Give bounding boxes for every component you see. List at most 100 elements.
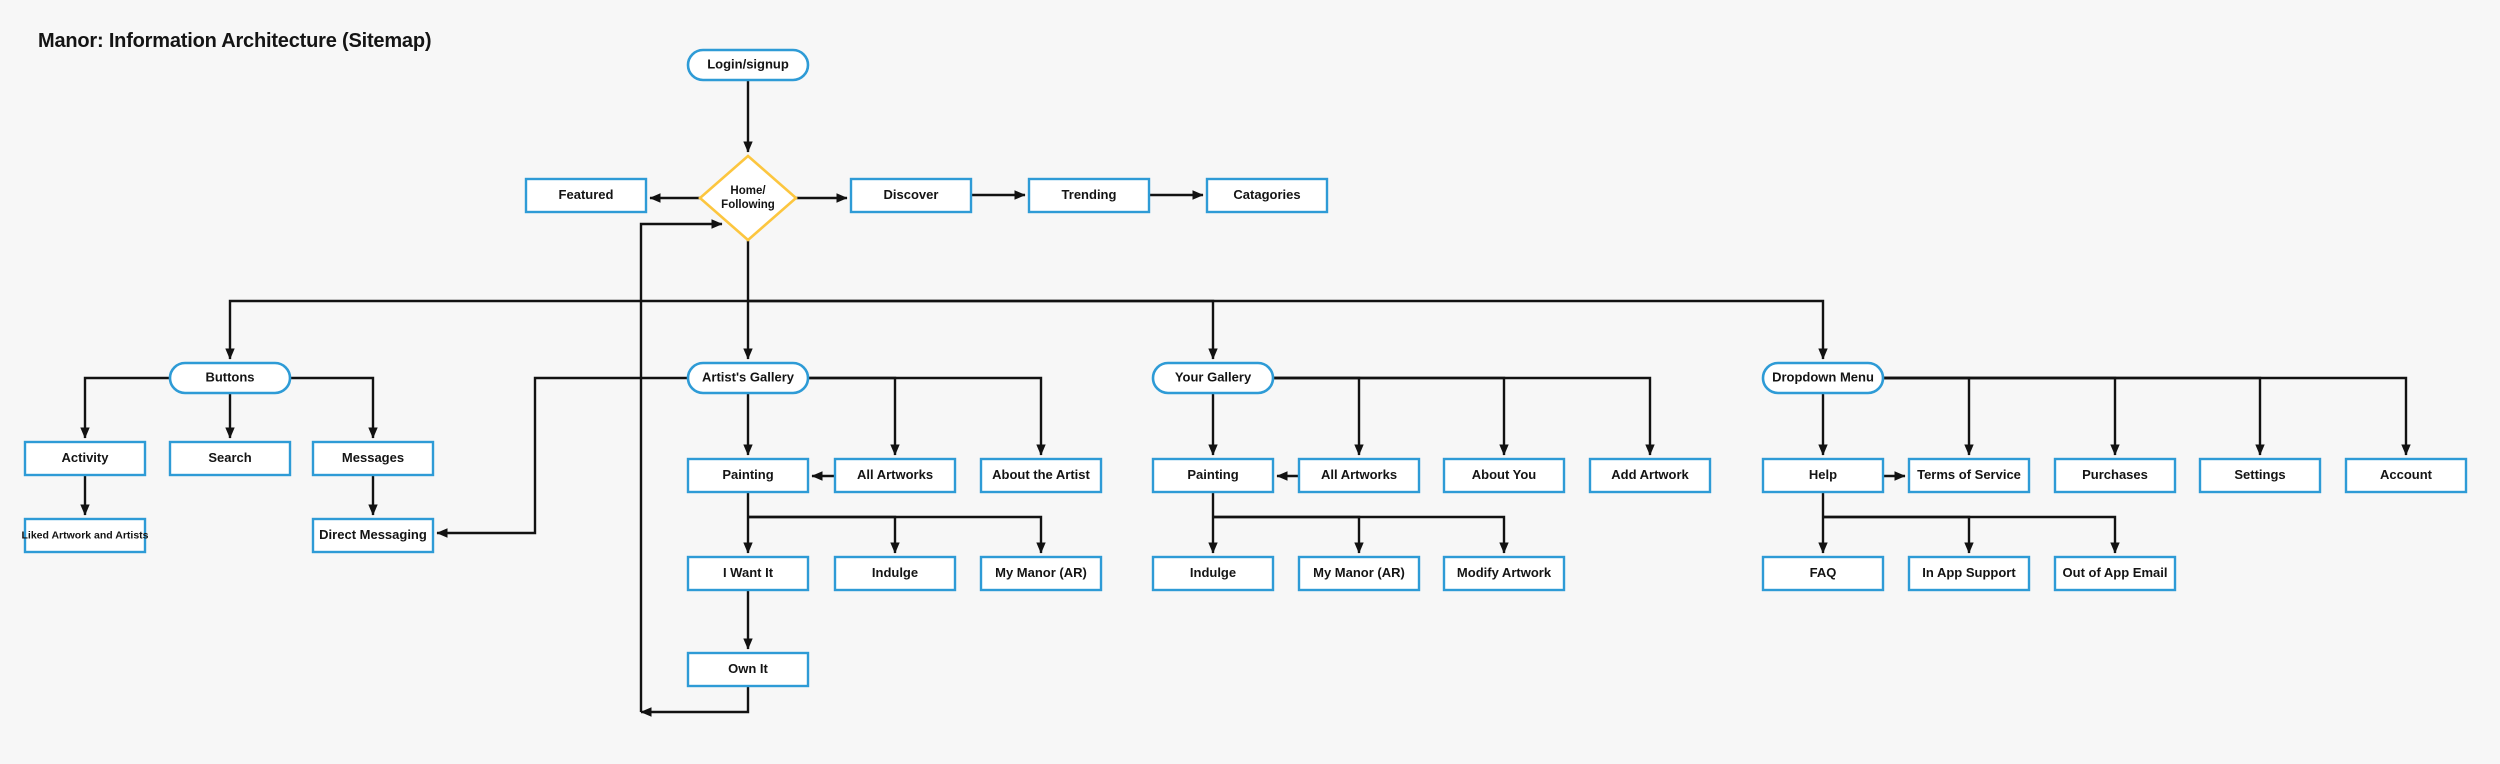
rect-shape: [2053, 457, 2177, 494]
page-title: Manor: Information Architecture (Sitemap…: [38, 30, 432, 52]
rect-shape: [833, 555, 957, 592]
node-d-faq[interactable]: FAQ: [1761, 555, 1885, 592]
node-label: Catagories: [1233, 187, 1300, 202]
node-label: Messages: [342, 450, 404, 465]
node-label: Indulge: [872, 565, 918, 580]
node-dropdown[interactable]: Dropdown Menu: [1761, 361, 1885, 395]
node-buttons[interactable]: Buttons: [168, 361, 292, 395]
rect-shape: [2198, 457, 2322, 494]
node-label: Account: [2380, 467, 2433, 482]
pill-shape: [1761, 361, 1885, 395]
rect-shape: [23, 517, 147, 554]
node-label: Home/Following: [721, 185, 775, 211]
rect-shape: [979, 555, 1103, 592]
node-label: Own It: [728, 661, 768, 676]
node-login[interactable]: Login/signup: [686, 48, 810, 82]
node-y-indulge[interactable]: Indulge: [1151, 555, 1275, 592]
node-label: All Artworks: [857, 467, 933, 482]
rect-shape: [1442, 555, 1566, 592]
node-a-allart[interactable]: All Artworks: [833, 457, 957, 494]
node-a-about[interactable]: About the Artist: [979, 457, 1103, 494]
diamond-shape: [698, 154, 798, 242]
rect-shape: [311, 517, 435, 554]
node-label: Discover: [884, 187, 939, 202]
rect-shape: [1205, 177, 1329, 214]
node-agallery[interactable]: Artist's Gallery: [686, 361, 810, 395]
node-y-modify[interactable]: Modify Artwork: [1442, 555, 1566, 592]
node-label: I Want It: [723, 565, 774, 580]
node-label: About You: [1472, 467, 1537, 482]
edge-dropdown-to-d-terms: [1883, 376, 1974, 456]
rect-shape: [686, 555, 810, 592]
edge-d-help-to-d-inapp: [1823, 515, 1974, 554]
node-a-manor[interactable]: My Manor (AR): [979, 555, 1103, 592]
node-y-add[interactable]: Add Artwork: [1588, 457, 1712, 494]
node-label: All Artworks: [1321, 467, 1397, 482]
node-discover[interactable]: Discover: [849, 177, 973, 214]
rect-shape: [1588, 457, 1712, 494]
rect-shape: [1907, 457, 2031, 494]
rect-shape: [2344, 457, 2468, 494]
node-label: Painting: [1187, 467, 1238, 482]
edge-ygallery-to-y-add: [1273, 376, 1655, 456]
edge-buttons-to-activity: [80, 376, 170, 439]
node-a-indulge[interactable]: Indulge: [833, 555, 957, 592]
node-featured[interactable]: Featured: [524, 177, 648, 214]
edge-ygallery-to-y-allart: [1273, 376, 1364, 456]
rect-shape: [686, 457, 810, 494]
edge-dropdown-to-d-account: [1883, 376, 2411, 456]
node-d-purchases[interactable]: Purchases: [2053, 457, 2177, 494]
edge-y-painting-to-y-modify: [1213, 515, 1509, 554]
edge-d-help-to-d-outapp: [1823, 515, 2120, 554]
edge-dropdown-to-d-settings: [1883, 376, 2265, 456]
node-label: Buttons: [205, 369, 254, 384]
node-a-own[interactable]: Own It: [686, 651, 810, 688]
node-search[interactable]: Search: [168, 440, 292, 477]
edge-y-painting-to-y-manor: [1213, 515, 1364, 554]
node-label: Search: [208, 450, 251, 465]
node-label: Terms of Service: [1917, 467, 2021, 482]
node-y-painting[interactable]: Painting: [1151, 457, 1275, 494]
node-d-help[interactable]: Help: [1761, 457, 1885, 494]
node-dm[interactable]: Direct Messaging: [311, 517, 435, 554]
node-label: Painting: [722, 467, 773, 482]
node-d-outapp[interactable]: Out of App Email: [2053, 555, 2177, 592]
edge-return-to-home: [639, 219, 723, 712]
rect-shape: [2053, 555, 2177, 592]
node-catagories[interactable]: Catagories: [1205, 177, 1329, 214]
pill-shape: [1151, 361, 1275, 395]
node-label: Dropdown Menu: [1772, 369, 1874, 384]
rect-shape: [1761, 555, 1885, 592]
rect-shape: [1297, 457, 1421, 494]
node-y-allart[interactable]: All Artworks: [1297, 457, 1421, 494]
edge-ygallery-to-y-about: [1273, 376, 1509, 456]
node-home[interactable]: Home/Following: [698, 154, 798, 242]
node-activity[interactable]: Activity: [23, 440, 147, 477]
rect-shape: [1151, 555, 1275, 592]
pill-shape: [168, 361, 292, 395]
node-y-about[interactable]: About You: [1442, 457, 1566, 494]
node-label: Indulge: [1190, 565, 1236, 580]
pill-shape: [686, 48, 810, 82]
node-trending[interactable]: Trending: [1027, 177, 1151, 214]
node-messages[interactable]: Messages: [311, 440, 435, 477]
node-d-inapp[interactable]: In App Support: [1907, 555, 2031, 592]
node-d-account[interactable]: Account: [2344, 457, 2468, 494]
node-d-settings[interactable]: Settings: [2198, 457, 2322, 494]
node-label: Trending: [1062, 187, 1117, 202]
edge-buttons-to-messages: [290, 376, 378, 439]
node-liked[interactable]: Liked Artwork and Artists: [22, 517, 149, 554]
edge-bus-to-dropdown: [748, 299, 1828, 360]
node-a-want[interactable]: I Want It: [686, 555, 810, 592]
node-label: Your Gallery: [1175, 369, 1252, 384]
node-d-terms[interactable]: Terms of Service: [1907, 457, 2031, 494]
node-label: Help: [1809, 467, 1837, 482]
edge-layer: [80, 80, 2411, 717]
node-label: My Manor (AR): [995, 565, 1087, 580]
node-y-manor[interactable]: My Manor (AR): [1297, 555, 1421, 592]
node-ygallery[interactable]: Your Gallery: [1151, 361, 1275, 395]
node-a-painting[interactable]: Painting: [686, 457, 810, 494]
rect-shape: [1297, 555, 1421, 592]
